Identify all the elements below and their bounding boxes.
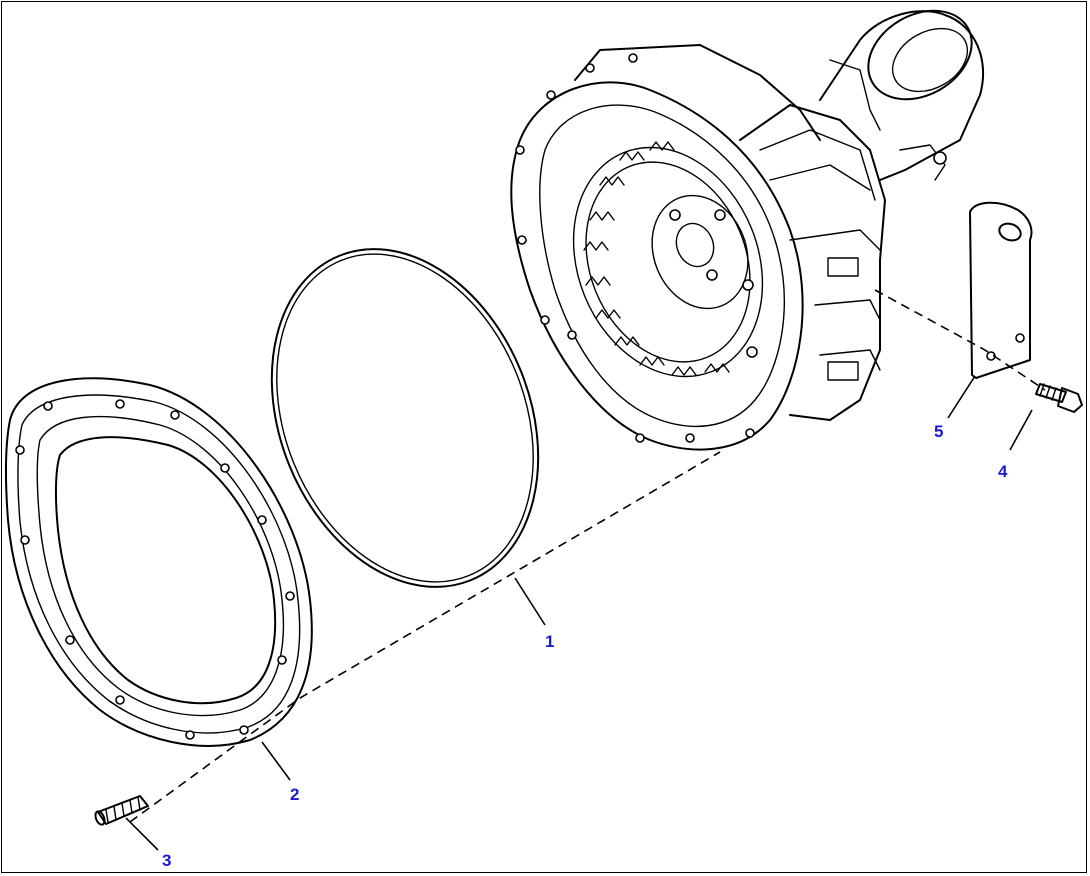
callout-3: 3 bbox=[162, 851, 172, 870]
transmission-housing bbox=[510, 9, 985, 451]
leader-1 bbox=[514, 577, 546, 626]
part-1-o-ring bbox=[270, 248, 540, 588]
leader-2 bbox=[261, 741, 291, 781]
part-3-stud bbox=[94, 795, 149, 826]
part-2-cover-ring bbox=[4, 377, 313, 747]
callout-4: 4 bbox=[998, 462, 1008, 481]
callout-2: 2 bbox=[290, 785, 300, 804]
alignment-line-main bbox=[129, 451, 721, 823]
leader-3 bbox=[125, 817, 159, 851]
leader-4 bbox=[1009, 409, 1033, 451]
part-4-bolt bbox=[1035, 383, 1083, 413]
leader-5 bbox=[947, 375, 976, 419]
alignment-line-bracket bbox=[874, 289, 1046, 391]
part-5-bracket bbox=[969, 201, 1033, 379]
callout-1: 1 bbox=[545, 632, 555, 651]
callout-5: 5 bbox=[934, 422, 944, 441]
